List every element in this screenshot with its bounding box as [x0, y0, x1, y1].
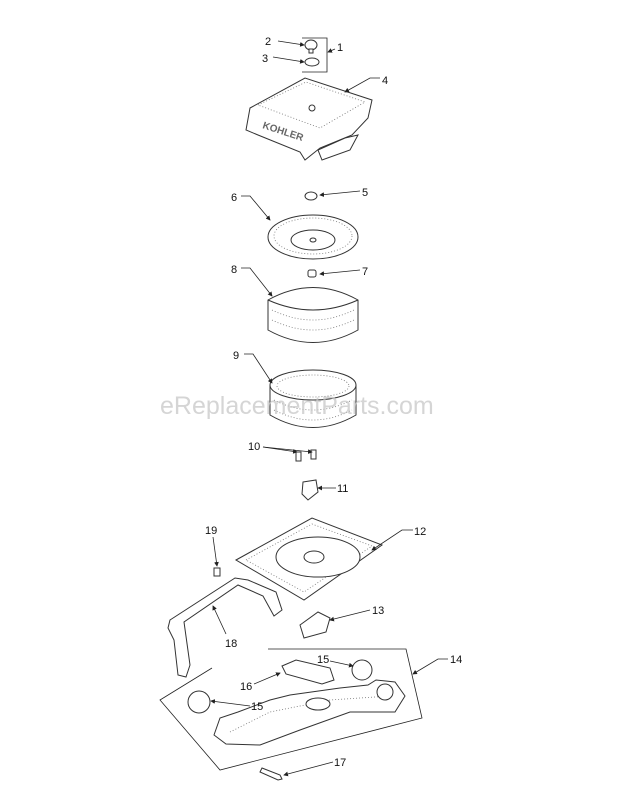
callout-13: 13 [372, 605, 384, 617]
callout-17: 17 [334, 757, 346, 769]
callout-7: 7 [362, 266, 368, 278]
part-18-bracket [167, 577, 283, 678]
callout-10: 10 [248, 441, 260, 453]
part-8-precleaner [267, 287, 359, 343]
callout-15a: 15 [317, 654, 329, 666]
callout-11: 11 [337, 483, 348, 495]
callout-18: 18 [225, 638, 237, 650]
callout-9: 9 [233, 350, 239, 362]
part-16-gasket [281, 659, 335, 685]
callout-1: 1 [337, 42, 343, 54]
callout-12: 12 [414, 526, 426, 538]
part-3-washer [304, 57, 320, 67]
watermark: eReplacementParts.com [160, 392, 434, 420]
part-2-wing-nut [304, 39, 318, 54]
callout-16: 16 [240, 681, 252, 693]
leader-lines [210, 40, 448, 777]
callout-3: 3 [262, 53, 268, 65]
callout-19: 19 [205, 525, 217, 537]
callout-4: 4 [382, 75, 388, 87]
part-11-elbow [301, 479, 319, 501]
part-15-gasket-left [187, 690, 211, 714]
part-4-air-cleaner-cover: KOHLER [245, 77, 373, 161]
part-10-screws [295, 449, 317, 462]
part-6-cover-plate [267, 214, 359, 260]
callout-6: 6 [231, 192, 237, 204]
callout-5: 5 [362, 187, 368, 199]
callout-14: 14 [450, 654, 462, 666]
callout-2: 2 [265, 36, 271, 48]
kit-box-14 [159, 648, 423, 771]
part-12-base-plate [234, 517, 384, 601]
callout-8: 8 [231, 264, 237, 276]
part-17-bolt [259, 767, 283, 781]
part-9-air-filter-element [269, 369, 357, 428]
part-13-gasket [299, 611, 331, 639]
callout-15b: 15 [251, 701, 263, 713]
kit-bracket-1 [302, 37, 328, 73]
part-7-seal [307, 269, 317, 278]
part-19-screw [213, 567, 221, 577]
part-15-gasket-right [351, 659, 373, 681]
part-5-nut [304, 191, 318, 201]
part-14-manifold [213, 679, 406, 746]
